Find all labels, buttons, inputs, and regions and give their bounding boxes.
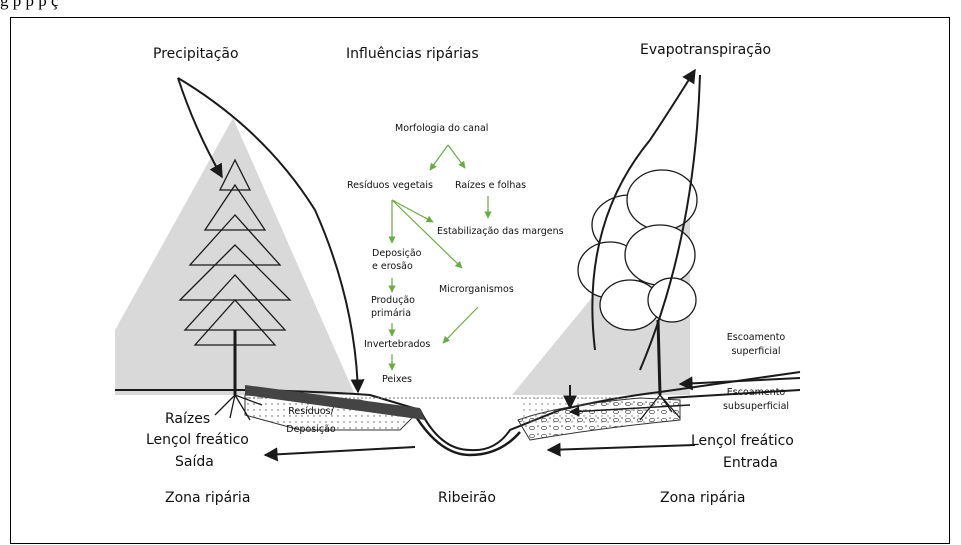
label-debris-deposition-1: Resíduos/ — [276, 406, 346, 417]
groundwater-in-arrow — [548, 445, 695, 450]
label-outflow: Saída — [175, 454, 214, 470]
label-riparian-zone-left: Zona ripária — [165, 490, 250, 506]
label-plant-debris: Resíduos vegetais — [347, 180, 433, 191]
label-debris-deposition-2: Deposição — [276, 424, 346, 435]
label-subsurface-runoff-1: Escoamento — [716, 387, 796, 398]
label-inflow: Entrada — [723, 455, 778, 471]
label-stream: Ribeirão — [438, 490, 496, 506]
label-riparian-zone-right: Zona ripária — [660, 490, 745, 506]
label-primary-production-2: primária — [371, 308, 411, 319]
runoff-surface-arrow — [680, 378, 800, 384]
label-surface-runoff-1: Escoamento — [716, 332, 796, 343]
label-invertebrates: Invertebrados — [364, 339, 430, 350]
label-evapotranspiration: Evapotranspiração — [640, 42, 771, 58]
label-riparian-influences: Influências ripárias — [346, 46, 479, 62]
label-deposition-erosion-1: Deposição — [372, 248, 421, 259]
label-microorganisms: Microrganismos — [439, 284, 514, 295]
label-subsurface-runoff-2: subsuperficial — [716, 401, 796, 412]
label-water-table-right: Lençol freático — [691, 433, 794, 449]
label-roots-leaves: Raízes e folhas — [455, 180, 526, 191]
label-fish: Peixes — [382, 374, 412, 385]
groundwater-out-arrow — [265, 447, 415, 455]
label-channel-morphology: Morfologia do canal — [395, 123, 488, 134]
label-surface-runoff-2: superficial — [716, 346, 796, 357]
label-primary-production-1: Produção — [371, 295, 415, 306]
label-water-table-left: Lençol freático — [146, 432, 249, 448]
label-bank-stabilization: Estabilização das margens — [437, 226, 564, 237]
label-deposition-erosion-2: e erosão — [372, 261, 413, 272]
label-precipitation: Precipitação — [153, 46, 239, 62]
label-roots: Raízes — [165, 411, 210, 427]
